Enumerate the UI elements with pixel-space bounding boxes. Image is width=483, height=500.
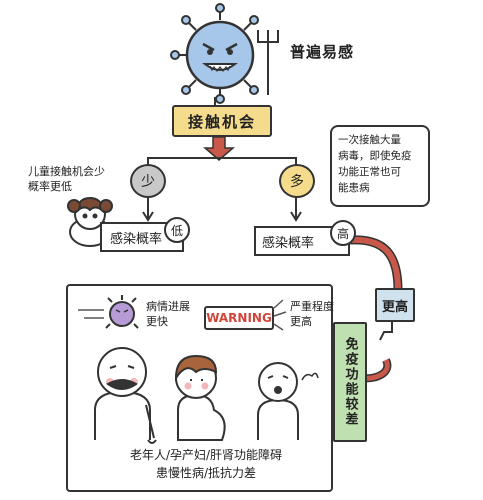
left-result-badge: 低 [170, 223, 183, 238]
warning-text: WARNING [206, 311, 272, 325]
right-result: 感染概率 [262, 236, 315, 251]
small-virus-icon [78, 295, 139, 329]
left-note: 儿童接触机会少 概率更低 [28, 165, 105, 193]
right-level-circle: 多 [279, 164, 315, 198]
panel-fast-note: 病情进展 更快 [146, 300, 190, 328]
left-result: 感染概率 [110, 232, 163, 247]
right-result-badge: 高 [336, 226, 349, 241]
left-result-badge-circle: 低 [164, 217, 190, 243]
left-level: 少 [141, 174, 155, 190]
elderly-icon [94, 347, 157, 444]
right-result-badge-circle: 高 [330, 220, 356, 246]
right-note-bubble: 一次接触大量 病毒，即使免疫 功能正常也可 能患病 [330, 125, 430, 207]
virus-icon [170, 3, 259, 104]
immune-box: 免疫功能较差 [333, 322, 367, 442]
risk-panel [66, 284, 333, 492]
warning-badge: WARNING [204, 306, 274, 330]
higher-box: 更高 [375, 288, 415, 322]
immune-label: 免疫功能较差 [342, 337, 358, 427]
trident-icon [257, 30, 279, 95]
right-note: 一次接触大量 病毒，即使免疫 功能正常也可 能患病 [338, 134, 412, 194]
panel-caption: 老年人/孕产妇/肝肾功能障碍 患慢性病/抵抗力差 [129, 448, 283, 480]
header-label: 普遍易感 [290, 43, 355, 61]
pregnant-icon [174, 354, 226, 441]
right-level: 多 [290, 174, 304, 190]
left-level-circle: 少 [130, 164, 166, 198]
panel-severe-note: 严重程度 更高 [290, 300, 334, 328]
higher-label: 更高 [381, 299, 408, 315]
sick-person-icon [257, 362, 319, 440]
main-box: 接触机会 [172, 105, 272, 137]
main-box-label: 接触机会 [187, 112, 256, 131]
